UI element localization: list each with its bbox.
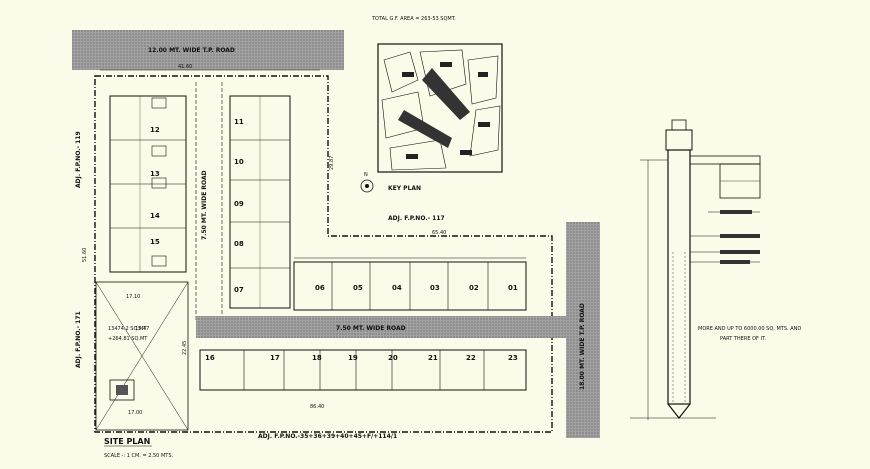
center-block: 11 10 09 08 07: [229, 95, 291, 309]
open-space-area-2: +264.81 SQ.MT: [108, 336, 148, 342]
top-road-label: 12.00 MT. WIDE T.P. ROAD: [148, 47, 235, 54]
plot-boundary: [94, 75, 553, 433]
unit-12: 12: [150, 126, 160, 134]
dim-top: 41.60: [178, 64, 192, 70]
top-road: [72, 30, 344, 70]
inner-road-label: 7.50 MT. WIDE ROAD: [201, 170, 208, 240]
adj-left-top: ADJ. F.P.NO.- 119: [75, 131, 82, 188]
unit-04: 04: [392, 284, 402, 292]
unit-14: 14: [150, 212, 160, 220]
unit-23: 23: [508, 354, 518, 362]
adj-right: ADJ. F.P.NO.- 117: [388, 215, 445, 222]
unit-07: 07: [234, 286, 244, 294]
north-row-block: 06 05 04 03 02 01: [293, 257, 527, 311]
section-note-1: MORE AND UP TO 6000.00 SQ. MTS. AND: [698, 326, 801, 332]
unit-09: 09: [234, 200, 244, 208]
dim-small-c: 22.45: [182, 341, 188, 355]
unit-15: 15: [150, 238, 160, 246]
amenity-dim: 17.00: [128, 410, 142, 416]
west-block: 12 13 14 15: [109, 95, 187, 273]
adj-left-bottom: ADJ. F.P.NO.- 171: [75, 311, 82, 368]
dim-mid: 65.40: [432, 230, 446, 236]
site-plan-scale: SCALE -: 1 CM. = 2.50 MTS.: [104, 453, 173, 459]
unit-18: 18: [312, 354, 322, 362]
unit-13: 13: [150, 170, 160, 178]
dim-small-b: 15.47: [135, 326, 149, 332]
total-area-text: TOTAL G.F. AREA = 263-53 SQMT.: [371, 16, 456, 22]
adj-bottom: ADJ. F.P.NO.-35+36+39+40+45+F/+114/1: [258, 433, 397, 440]
north-arrow-label: N: [364, 172, 368, 178]
unit-19: 19: [348, 354, 358, 362]
key-plan-title: KEY PLAN: [388, 185, 421, 192]
unit-08: 08: [234, 240, 244, 248]
key-plan: N KEY PLAN: [360, 43, 503, 193]
right-road: [566, 222, 600, 438]
unit-17: 17: [270, 354, 280, 362]
unit-10: 10: [234, 158, 244, 166]
south-row-block: 16 17 18 19 20 21 22 23: [199, 349, 527, 391]
unit-22: 22: [466, 354, 476, 362]
unit-11: 11: [234, 118, 244, 126]
unit-05: 05: [353, 284, 363, 292]
unit-03: 03: [430, 284, 440, 292]
right-road-label: 18.00 MT. WIDE T.P. ROAD: [579, 303, 586, 390]
unit-16: 16: [205, 354, 215, 362]
dim-left: 51.60: [82, 248, 88, 262]
site-plan-title: SITE PLAN: [104, 437, 150, 446]
unit-01: 01: [508, 284, 518, 292]
middle-road-label: 7.50 MT. WIDE ROAD: [336, 325, 406, 332]
open-space-area-1: 13474.2 SQ.MT: [108, 326, 147, 332]
dim-bottom: 86.40: [310, 404, 324, 410]
unit-20: 20: [388, 354, 398, 362]
middle-road: [196, 316, 570, 338]
open-space: 13474.2 SQ.MT +264.81 SQ.MT 17.00: [95, 281, 189, 431]
unit-21: 21: [428, 354, 438, 362]
dim-small-a: 17.10: [126, 294, 140, 300]
dim-right: 29.87: [329, 156, 335, 170]
section-drawing: MORE AND UP TO 6000.00 SQ. MTS. AND PART…: [630, 119, 801, 420]
unit-06: 06: [315, 284, 325, 292]
unit-02: 02: [469, 284, 479, 292]
section-note-2: PART THERE OF IT.: [720, 336, 766, 342]
